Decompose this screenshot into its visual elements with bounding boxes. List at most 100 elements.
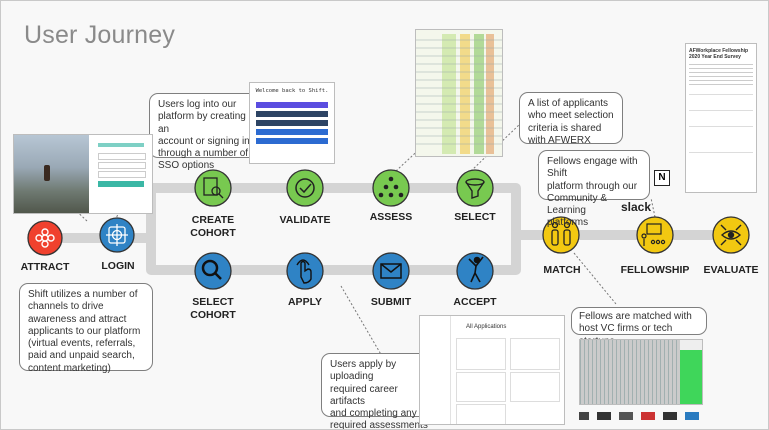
sso-button [256, 138, 328, 144]
checkmark-icon [295, 178, 315, 198]
callout-fellowship-line: Community & Learning [547, 192, 608, 217]
notion-logo: N [654, 170, 670, 186]
form-field [98, 153, 146, 160]
partner-logo [641, 412, 655, 420]
application-card [456, 372, 506, 402]
callout-select: A list of applicants who meet selection … [519, 92, 623, 146]
survey-title: AFWorkplace Fellowship 2020 Year End Sur… [689, 48, 749, 60]
person-silhouette-icon [44, 165, 50, 181]
two-people-icon [551, 221, 571, 246]
sso-button [256, 102, 328, 108]
stage-label-accept: ACCEPT [453, 296, 497, 308]
magnifier-icon [201, 259, 222, 280]
stage-label-select-cohort: SELECT COHORT [190, 296, 236, 322]
applicant-spreadsheet-thumbnail [415, 29, 503, 157]
slack-logo: slack [621, 200, 652, 214]
stage-label-select-cohort-line2: COHORT [190, 309, 236, 321]
partner-logo [619, 412, 633, 420]
survey-thumbnail: AFWorkplace Fellowship 2020 Year End Sur… [685, 43, 757, 193]
form-field [98, 171, 146, 178]
form-header-bar [98, 143, 144, 147]
stage-label-evaluate: EVALUATE [703, 264, 759, 276]
fellowship-node [636, 216, 674, 254]
sso-button [256, 120, 328, 126]
login-screen-thumbnail: Welcome back to Shift. [249, 82, 335, 164]
stage-label-attract: ATTRACT [20, 261, 70, 273]
callout-fellowship-line: platforms [547, 217, 589, 229]
flower-icon [35, 228, 55, 248]
survey-question [689, 126, 753, 149]
stage-label-select-cohort-line1: SELECT [192, 296, 234, 308]
callout-select-line: A list of applicants [528, 98, 609, 109]
matrix-highlight [680, 350, 702, 404]
matrix-grid [580, 340, 680, 404]
partner-logo [597, 412, 611, 420]
attract-node [27, 220, 63, 256]
callout-login-line: account or signing in [158, 135, 250, 147]
callout-select-line: with AFWERX [528, 134, 591, 146]
match-matrix-thumbnail [579, 339, 703, 405]
callout-attract-line: applicants to our platform [28, 325, 141, 337]
stage-label-match: MATCH [543, 264, 581, 276]
callout-attract-line: Shift utilizes a number of [28, 289, 138, 300]
callout-match: Fellows are matched with host VC firms o… [571, 307, 707, 347]
eye-arrows-icon [720, 224, 742, 246]
page-title: User Journey [24, 21, 176, 49]
create-cohort-node [194, 169, 232, 207]
applications-thumbnail: All Applications [419, 315, 565, 425]
callout-login-line: platform by creating an [158, 111, 246, 135]
form-field [98, 162, 146, 169]
callout-select-line: who meet selection [528, 110, 614, 122]
stage-label-select: SELECT [454, 211, 496, 223]
partner-logo [579, 412, 589, 420]
attract-login-screenshot [13, 134, 153, 214]
application-card [510, 338, 560, 370]
evaluate-node [712, 216, 750, 254]
accept-node [456, 252, 494, 290]
assess-node [372, 169, 410, 207]
match-node [542, 216, 580, 254]
survey-intro-text [689, 64, 753, 88]
app-sidebar [420, 316, 451, 424]
submit-node [372, 252, 410, 290]
envelope-icon [380, 263, 402, 279]
stage-label-login: LOGIN [101, 260, 135, 272]
callout-fellowship-line: Fellows engage with Shift [547, 156, 638, 180]
callout-login-line: Users log into our [158, 99, 237, 110]
login-screen-title: Welcome back to Shift. [255, 88, 329, 94]
application-card [456, 338, 506, 370]
hero-photo [14, 135, 89, 213]
funnel-icon [465, 178, 485, 199]
apply-node [286, 252, 324, 290]
application-card [456, 404, 506, 424]
stage-label-create-cohort: CREATE COHORT [190, 214, 236, 240]
survey-question [689, 94, 753, 107]
applications-title: All Applications [466, 324, 507, 330]
callout-attract-line: paid and unpaid search, [28, 350, 135, 362]
sso-button [256, 129, 328, 135]
presenter-icon [641, 223, 666, 246]
partner-logo [685, 412, 699, 420]
callout-attract-line: content marketing) [28, 362, 111, 374]
callout-fellowship-line: platform through our [547, 180, 638, 192]
spreadsheet-grid [416, 30, 502, 156]
callout-login-line: SSO options [158, 160, 215, 172]
partner-logo [663, 412, 677, 420]
stage-label-create-cohort-line2: COHORT [190, 227, 236, 239]
stage-label-validate: VALIDATE [279, 214, 331, 226]
select-node [456, 169, 494, 207]
callout-apply-line: required assessments [330, 420, 428, 430]
target-icon [106, 224, 128, 246]
sso-button [256, 111, 328, 117]
callout-attract-line: channels to drive [28, 301, 104, 313]
login-node [99, 217, 135, 253]
callout-attract-line: awareness and attract [28, 313, 127, 325]
callout-fellowship: Fellows engage with Shift platform throu… [538, 150, 650, 228]
callout-select-line: criteria is shared [528, 122, 602, 134]
partner-logos [579, 409, 709, 425]
callout-apply-line: and completing any [330, 408, 417, 420]
callout-match-line: Fellows are matched with [579, 311, 692, 322]
stage-label-assess: ASSESS [369, 211, 413, 223]
select-cohort-node [194, 252, 232, 290]
